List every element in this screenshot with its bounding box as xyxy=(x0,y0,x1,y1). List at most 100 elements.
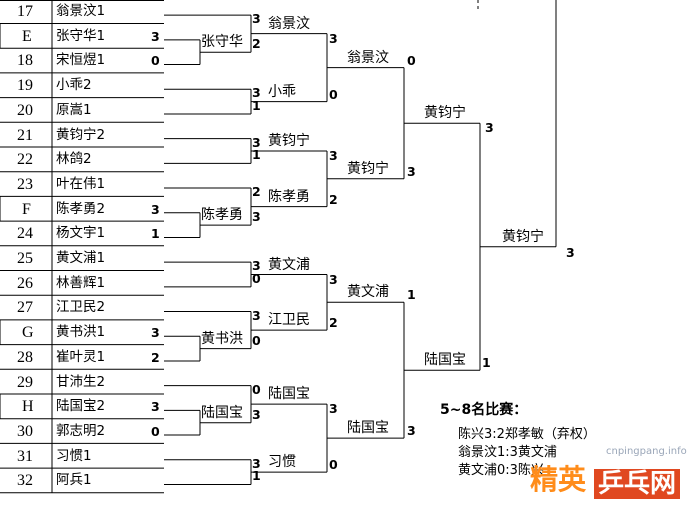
round2-score: 0 xyxy=(329,457,338,473)
round1-score: 3 xyxy=(252,134,261,150)
player-name: 张守华1 xyxy=(56,27,106,44)
round2-winner: 黄文浦 xyxy=(347,284,389,301)
round2-score: 3 xyxy=(329,271,338,287)
round1-score: 0 xyxy=(252,381,261,397)
player-name: 阿兵1 xyxy=(56,472,92,489)
round1-winner: 陆国宝 xyxy=(268,386,310,403)
round2-score: 3 xyxy=(329,148,338,163)
match-score: 3 xyxy=(151,28,160,44)
round1-score: 0 xyxy=(252,270,261,286)
round1-winner: 黄文浦 xyxy=(268,256,310,273)
match-score: 1 xyxy=(151,226,160,242)
round2-score: 2 xyxy=(329,315,338,331)
seed-number: 28 xyxy=(17,348,33,366)
seed-number: F xyxy=(22,200,31,218)
player-name: 宋恒煜1 xyxy=(56,52,106,69)
player-name: 黄文浦1 xyxy=(56,250,106,266)
seed-number: 19 xyxy=(17,77,33,95)
player-name: 叶在伟1 xyxy=(56,175,106,192)
round1-winner: 黄钧宁 xyxy=(268,133,310,149)
seed-number: 30 xyxy=(17,422,33,440)
seed-number: 20 xyxy=(17,101,33,119)
seed-number: 32 xyxy=(17,472,33,490)
round1-score: 3 xyxy=(252,11,261,27)
player-name: 崔叶灵1 xyxy=(56,348,106,365)
round3-score: 3 xyxy=(407,163,416,179)
round1-score: 1 xyxy=(252,97,261,113)
round1-score: 3 xyxy=(252,406,261,422)
round2-score: 3 xyxy=(329,30,338,46)
watermark-brand-b: 乒乓网 xyxy=(594,469,681,499)
seed-number: E xyxy=(22,27,32,45)
placement-title: 5~8名比赛： xyxy=(440,402,528,418)
player-name: 甘沛生2 xyxy=(56,373,106,390)
match-score: 0 xyxy=(151,423,160,439)
prelim-winner: 陆国宝 xyxy=(201,404,243,421)
round2-score: 3 xyxy=(329,401,338,417)
round1-winner: 陈孝勇 xyxy=(268,188,310,205)
round1-score: 3 xyxy=(252,85,261,101)
player-name: 林鸽2 xyxy=(56,151,92,168)
round3-score: 1 xyxy=(407,287,416,303)
prelim-winner: 陈孝勇 xyxy=(201,207,243,224)
seed-number: 27 xyxy=(17,299,33,317)
watermark-site: cnpingpang.info xyxy=(606,446,687,457)
round3-score: 3 xyxy=(407,423,416,439)
round1-score: 3 xyxy=(252,455,261,471)
match-score: 3 xyxy=(151,325,160,341)
round1-winner: 习惯 xyxy=(268,454,296,471)
player-name: 黄书洪1 xyxy=(56,324,106,341)
round1-winner: 翁景汶 xyxy=(268,15,310,32)
seed-number: 23 xyxy=(17,175,33,193)
round1-winner: 小乖 xyxy=(268,83,296,100)
player-name: 原嵩1 xyxy=(56,101,92,118)
round2-winner: 翁景汶 xyxy=(347,49,389,66)
round2-winner: 黄钧宁 xyxy=(347,160,389,177)
seed-number: 24 xyxy=(17,225,33,243)
seed-number: 26 xyxy=(17,274,33,292)
seed-number: 17 xyxy=(17,3,33,20)
round1-score: 2 xyxy=(252,36,261,52)
player-name: 郭志明2 xyxy=(56,422,106,439)
match-score: 2 xyxy=(151,349,160,365)
placement-result-2: 翁景汶1:3黄文浦 xyxy=(458,445,557,460)
player-name: 陈孝勇2 xyxy=(56,200,106,217)
player-name: 翁景汶1 xyxy=(56,3,106,19)
round1-score: 2 xyxy=(252,184,261,200)
player-name: 林善辉1 xyxy=(56,274,106,291)
round3-score: 0 xyxy=(407,52,416,68)
round2-score: 0 xyxy=(329,86,338,102)
round1-winner: 江卫民 xyxy=(268,312,310,329)
seed-number: 21 xyxy=(17,126,33,144)
match-score: 3 xyxy=(151,201,160,217)
prelim-winner: 黄书洪 xyxy=(201,330,243,347)
round3-winner: 黄钧宁 xyxy=(424,105,466,122)
round1-score: 3 xyxy=(252,258,261,274)
player-name: 江卫民2 xyxy=(56,299,106,316)
seed-number: 22 xyxy=(17,151,33,169)
player-name: 习惯1 xyxy=(56,447,92,464)
final-score: 3 xyxy=(566,244,575,260)
seed-number: 25 xyxy=(17,250,33,267)
seed-number: 31 xyxy=(17,447,33,465)
round1-score: 1 xyxy=(252,468,261,484)
round3-winner: 陆国宝 xyxy=(424,352,466,369)
round4-score: 1 xyxy=(482,355,491,371)
prelim-winner: 张守华 xyxy=(201,34,243,51)
placement-result-1: 陈兴3:2郑孝敏（弃权） xyxy=(458,427,596,442)
seed-number: 29 xyxy=(17,373,33,391)
match-score: 0 xyxy=(151,53,160,69)
seed-number: 18 xyxy=(17,52,33,70)
player-name: 陆国宝2 xyxy=(56,398,106,415)
player-name: 黄钧宁2 xyxy=(56,126,106,143)
round2-winner: 陆国宝 xyxy=(347,420,389,437)
player-name: 杨文宇1 xyxy=(56,225,106,242)
player-name: 小乖2 xyxy=(56,77,92,94)
seed-number: H xyxy=(22,398,34,416)
round4-score: 3 xyxy=(485,120,494,136)
round4-winner: 黄钧宁 xyxy=(502,228,544,245)
watermark-brand-a: 精英 xyxy=(530,463,587,496)
placement-result-3: 黄文浦0:3陈兴 xyxy=(458,463,544,478)
round1-score: 3 xyxy=(252,209,261,225)
